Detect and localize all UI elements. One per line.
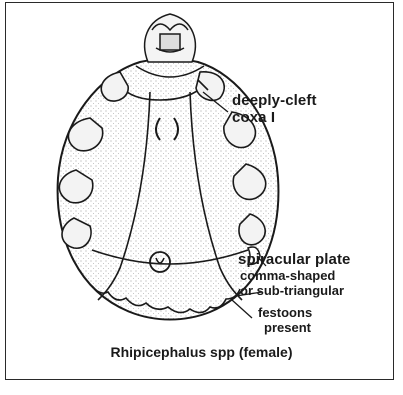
label-spiracular-line3: or sub-triangular — [240, 284, 344, 297]
label-spiracular-line1: spiracular plate — [238, 252, 350, 267]
label-festoons-line1: festoons — [258, 306, 312, 319]
label-coxa-line1: deeply-cleft — [232, 93, 317, 108]
label-festoons-line2: present — [264, 321, 311, 334]
label-spiracular-line2: comma-shaped — [240, 269, 335, 282]
label-coxa-line2: coxa I — [232, 110, 275, 125]
figure-caption: Rhipicephalus spp (female) — [0, 344, 403, 360]
